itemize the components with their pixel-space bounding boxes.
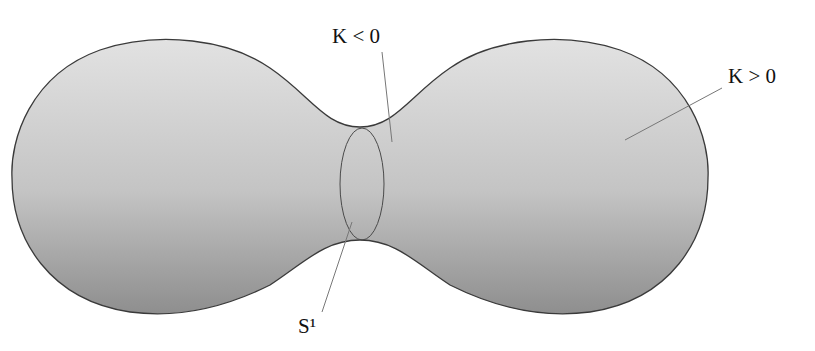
leader-line bbox=[382, 52, 392, 142]
curvature-label: K < 0 bbox=[332, 26, 380, 47]
circle-label: S¹ bbox=[298, 316, 316, 337]
dumbbell-surface bbox=[12, 40, 708, 314]
neck-circle bbox=[340, 128, 384, 240]
leader-line bbox=[625, 88, 722, 140]
curvature-label: K > 0 bbox=[728, 66, 776, 87]
leader-line bbox=[322, 222, 352, 312]
